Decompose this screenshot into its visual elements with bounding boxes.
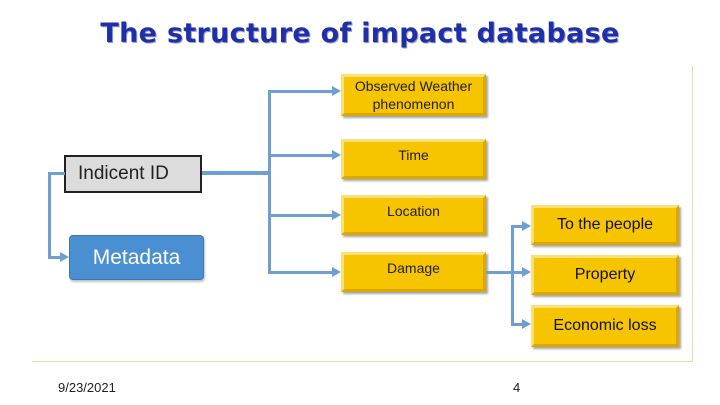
location-label: Location xyxy=(387,203,440,219)
observed-weather-label: Observed Weather phenomenon xyxy=(354,78,473,112)
arrow-to-observed-weather xyxy=(332,86,341,96)
connector-to-time xyxy=(268,154,334,157)
connector-to-location xyxy=(268,214,334,217)
observed-weather-box: Observed Weather phenomenon xyxy=(341,74,486,116)
connector-damage-vertical xyxy=(511,225,514,325)
arrow-to-metadata xyxy=(60,252,69,262)
arrow-to-location xyxy=(332,210,341,220)
connector-main-trunk xyxy=(268,90,271,274)
connector-to-damage xyxy=(268,271,334,274)
damage-box: Damage xyxy=(341,252,486,292)
economic-loss-box: Economic loss xyxy=(531,305,679,347)
arrow-to-property xyxy=(522,267,531,277)
frame-right-border xyxy=(692,66,693,362)
property-box: Property xyxy=(531,255,679,295)
slide-title: The structure of impact database xyxy=(100,18,620,49)
connector-bracket-vertical xyxy=(48,172,51,259)
to-the-people-box: To the people xyxy=(531,205,679,245)
connector-id-to-trunk xyxy=(202,171,270,175)
incident-id-label: Indicent ID xyxy=(78,163,169,184)
connector-to-people xyxy=(511,225,524,228)
metadata-box: Metadata xyxy=(69,235,204,280)
connector-to-economic-loss xyxy=(511,323,524,326)
property-label: Property xyxy=(574,266,636,283)
damage-label: Damage xyxy=(387,260,440,276)
metadata-label: Metadata xyxy=(92,245,181,269)
connector-damage-to-property xyxy=(486,271,524,274)
time-label: Time xyxy=(398,147,429,163)
incident-id-box: Indicent ID xyxy=(64,155,202,193)
arrow-to-time xyxy=(332,150,341,160)
arrow-to-damage xyxy=(332,267,341,277)
arrow-to-people xyxy=(522,221,531,231)
time-box: Time xyxy=(341,139,486,179)
frame-bottom-border xyxy=(32,361,693,362)
connector-to-observed-weather xyxy=(268,90,334,93)
footer-page-number: 4 xyxy=(513,380,521,395)
economic-loss-label: Economic loss xyxy=(553,317,657,334)
location-box: Location xyxy=(341,195,486,235)
arrow-to-economic-loss xyxy=(522,319,531,329)
to-the-people-label: To the people xyxy=(556,216,654,233)
footer-date: 9/23/2021 xyxy=(58,380,116,395)
connector-bracket-to-metadata xyxy=(48,256,62,259)
connector-id-to-bracket xyxy=(48,172,65,175)
